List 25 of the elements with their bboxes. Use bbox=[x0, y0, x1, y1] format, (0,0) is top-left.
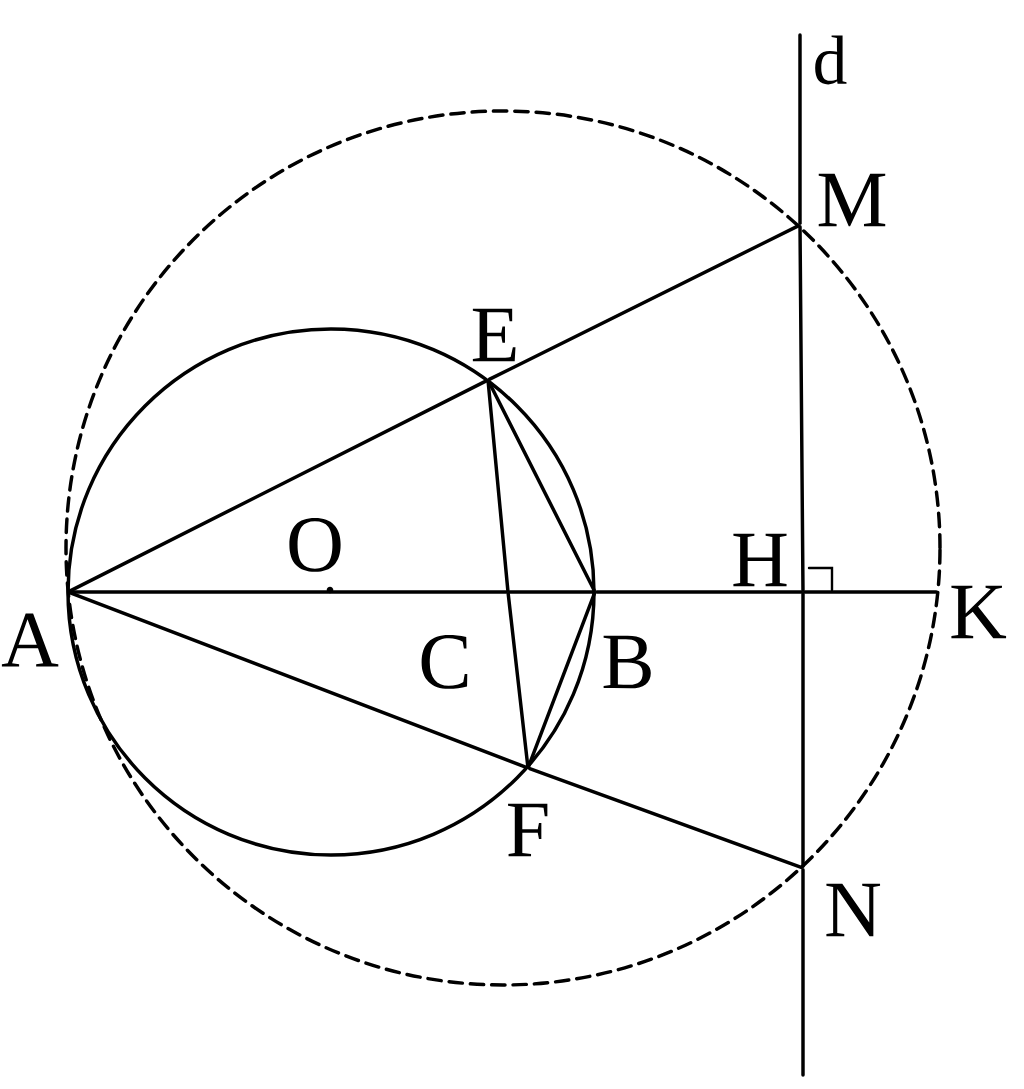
line-segment bbox=[801, 868, 805, 1077]
line-segment bbox=[508, 590, 595, 594]
line-segment bbox=[595, 590, 803, 594]
line-segment bbox=[488, 224, 800, 381]
line-segment bbox=[506, 592, 530, 768]
point-label: K bbox=[951, 585, 1007, 639]
point-label: E bbox=[472, 308, 516, 362]
line-segment bbox=[798, 225, 805, 592]
point-label: N bbox=[826, 883, 881, 937]
line-segment bbox=[798, 33, 802, 225]
line-segment bbox=[528, 766, 803, 870]
line-segment bbox=[526, 592, 597, 768]
point-label: M bbox=[818, 173, 886, 227]
point-label: F bbox=[508, 803, 548, 857]
line-segment bbox=[803, 590, 938, 594]
line-segment bbox=[486, 380, 510, 592]
line-label: d bbox=[815, 35, 847, 85]
line-segment bbox=[68, 379, 488, 593]
line-segment bbox=[801, 592, 805, 868]
point-label: H bbox=[733, 533, 787, 587]
point-label: B bbox=[603, 635, 651, 689]
point-label: C bbox=[421, 635, 468, 689]
line-segment bbox=[68, 590, 528, 770]
point-label: O bbox=[289, 518, 341, 572]
point-label: A bbox=[1, 613, 59, 667]
